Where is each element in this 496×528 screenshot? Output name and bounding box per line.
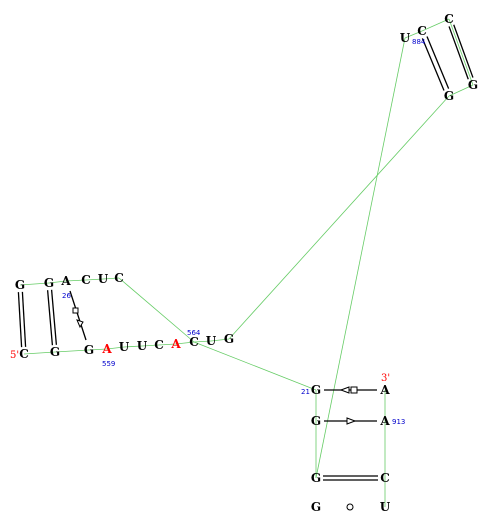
triangle-symbol [339, 386, 350, 394]
position-number: 21 [301, 388, 310, 396]
base-pair-line [421, 38, 445, 91]
backbone-segment [315, 37, 406, 479]
backbone-lines [19, 18, 474, 507]
backbone-segment [85, 278, 104, 281]
base-pair-line [17, 292, 23, 348]
backbone-segment [210, 338, 230, 342]
base-pair-line [50, 289, 58, 345]
backbone-segment [193, 340, 212, 343]
square-symbol [72, 307, 79, 314]
nucleotide-a: A [60, 274, 71, 288]
nucleotide-c: C [380, 471, 390, 485]
backbone-segment [123, 345, 143, 348]
nucleotide-g: G [444, 89, 454, 103]
base-pair-line [448, 26, 469, 80]
nucleotide-g: G [311, 383, 321, 397]
position-number: 559 [102, 360, 115, 368]
backbone-segment [421, 18, 450, 32]
nucleotide-g: G [50, 345, 60, 359]
nucleotide-g: G [311, 414, 321, 428]
nucleotide-c: C [417, 24, 427, 38]
nucleotide-u: U [137, 339, 148, 353]
five-prime-label: 5' [10, 350, 19, 361]
nucleotide-g: G [84, 343, 94, 357]
backbone-segment [54, 349, 90, 353]
base-pair-line [453, 24, 474, 78]
wobble-circle-symbol [346, 503, 354, 511]
nucleotide-g: G [311, 471, 321, 485]
nucleotide-g: G [224, 332, 234, 346]
backbone-segment [118, 277, 195, 343]
nucleotide-u: U [98, 272, 109, 286]
backbone-segment [23, 351, 56, 355]
nucleotide-u: U [206, 334, 217, 348]
nucleotide-c: C [19, 347, 29, 361]
nucleotide-a: A [379, 414, 390, 428]
base-pair-lines [17, 24, 474, 481]
backbone-segment [88, 348, 108, 351]
backbone-segment [228, 95, 450, 340]
base-pair-line [21, 291, 27, 347]
backbone-segment [448, 18, 474, 86]
base-pair-line [426, 36, 450, 89]
three-prime-label: 3' [381, 373, 390, 384]
backbone-segment [141, 344, 160, 347]
nucleotide-g: G [44, 276, 54, 290]
backbone-segment [404, 30, 423, 39]
pair-symbols [72, 307, 358, 511]
backbone-segment [448, 84, 474, 97]
base-pair-line [69, 290, 87, 341]
nucleotide-c: C [189, 335, 199, 349]
nucleotide-c: C [81, 273, 91, 287]
nucleotide-u: U [119, 340, 130, 354]
backbone-segment [19, 282, 50, 286]
base-pair-line [46, 290, 54, 346]
backbone-segment [102, 277, 120, 280]
position-labels: 26 559 564 884 21 913 5' 3' [10, 38, 426, 426]
nucleotide-a: A [379, 383, 390, 397]
position-number: 913 [392, 418, 405, 426]
nucleotide-c: C [114, 271, 124, 285]
triangle-symbol [346, 417, 357, 425]
backbone-segment [48, 280, 67, 284]
nucleotide-u: U [400, 31, 411, 45]
nucleotide-a: A [170, 337, 181, 351]
nucleotide-c: C [444, 12, 454, 26]
triangle-symbol [76, 319, 84, 329]
nucleotide-c: C [154, 338, 164, 352]
backbone-segment [175, 341, 195, 345]
position-number: 26 [62, 292, 71, 300]
nucleotide-g: G [311, 500, 321, 514]
position-number: 564 [187, 329, 201, 337]
backbone-segment [158, 343, 177, 346]
nucleotide-g: G [468, 78, 478, 92]
square-symbol [350, 386, 358, 394]
backbone-segment [65, 279, 87, 282]
nucleotide-a: A [101, 342, 112, 356]
position-number: 884 [412, 38, 426, 46]
backbone-segment [106, 346, 125, 350]
backbone-segment [193, 341, 317, 391]
nucleotide-g: G [15, 278, 25, 292]
nucleotide-u: U [380, 500, 391, 514]
